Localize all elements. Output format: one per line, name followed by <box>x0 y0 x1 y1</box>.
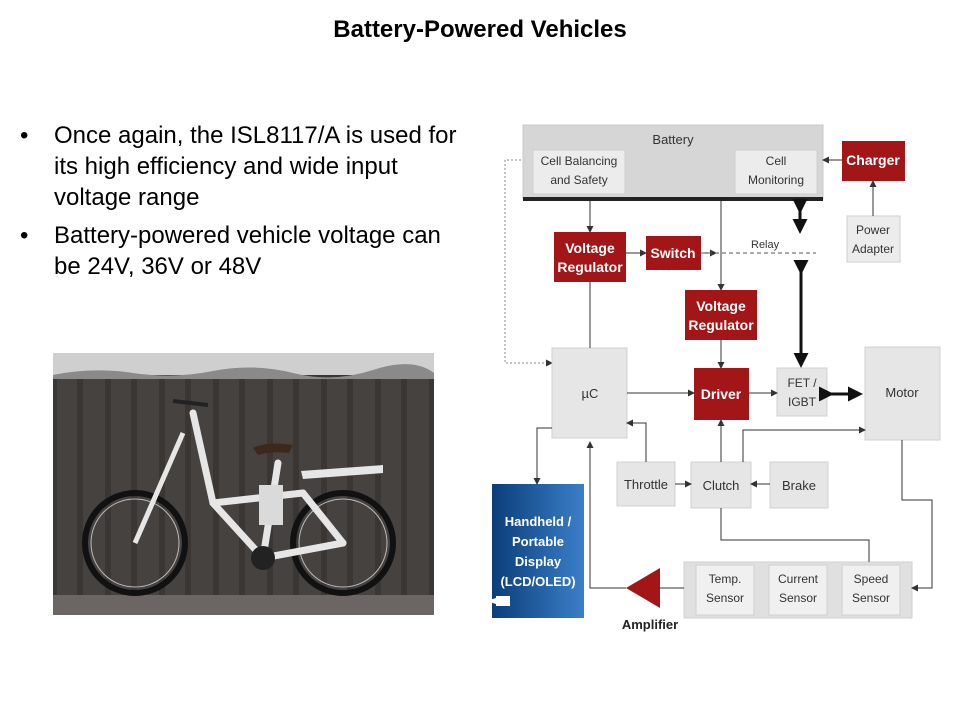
current-sensor-block <box>768 564 828 616</box>
bicycle-photo <box>53 353 434 615</box>
current-sensor-label: Sensor <box>779 591 817 605</box>
display-label: Handheld / <box>505 514 572 529</box>
clutch-block <box>690 461 752 509</box>
power-adapter-label: Adapter <box>852 242 894 256</box>
cell-balancing-block <box>532 149 626 195</box>
fet-igbt-label: IGBT <box>788 395 817 409</box>
clutch-label: Clutch <box>703 478 740 493</box>
slide-title: Battery-Powered Vehicles <box>333 16 627 43</box>
amplifier-icon <box>626 568 660 608</box>
brake-label: Brake <box>782 478 816 493</box>
voltage-regulator-1-label: Regulator <box>557 259 623 275</box>
bullet-item: Once again, the ISL8117/A is used for it… <box>20 120 460 213</box>
speed-sensor-block <box>841 564 901 616</box>
driver-block <box>694 368 749 420</box>
display-label: Display <box>515 554 562 569</box>
voltage-regulator-1-block <box>554 232 626 282</box>
power-adapter-block <box>846 215 901 263</box>
uc-block <box>551 347 628 439</box>
cell-balancing-label: and Safety <box>550 173 607 187</box>
bullet-list: Once again, the ISL8117/A is used for it… <box>20 120 460 289</box>
throttle-block <box>616 461 676 507</box>
cell-balancing-label: Cell Balancing <box>541 154 618 168</box>
bullet-item: Battery-powered vehicle voltage can be 2… <box>20 220 460 282</box>
current-sensor-label: Current <box>778 572 819 586</box>
speed-sensor-label: Sensor <box>852 591 890 605</box>
motor-block <box>864 346 941 441</box>
display-block <box>492 484 584 618</box>
display-label: Portable <box>512 534 564 549</box>
brake-block <box>769 461 829 509</box>
fet-igbt-label: FET / <box>787 376 817 390</box>
amplifier-label: Amplifier <box>622 617 678 632</box>
speed-sensor-label: Speed <box>854 572 889 586</box>
throttle-label: Throttle <box>624 477 668 492</box>
block-diagram: Battery Cell Balancing and Safety Cell M… <box>486 124 941 632</box>
temp-sensor-label: Temp. <box>709 572 742 586</box>
driver-label: Driver <box>701 386 742 402</box>
switch-block <box>646 236 701 270</box>
cell-monitoring-block <box>734 149 818 195</box>
voltage-regulator-2-block <box>685 290 757 340</box>
uc-label: µC <box>582 386 599 401</box>
switch-label: Switch <box>650 245 695 261</box>
cell-monitoring-label: Cell <box>766 154 787 168</box>
battery-label: Battery <box>652 132 694 147</box>
voltage-regulator-2-label: Voltage <box>696 298 746 314</box>
temp-sensor-label: Sensor <box>706 591 744 605</box>
temp-sensor-block <box>695 564 755 616</box>
motor-label: Motor <box>885 385 919 400</box>
voltage-regulator-1-label: Voltage <box>565 240 615 256</box>
cell-monitoring-label: Monitoring <box>748 173 804 187</box>
arrow-left-icon <box>486 596 510 606</box>
charger-label: Charger <box>846 152 900 168</box>
display-label: (LCD/OLED) <box>500 574 575 589</box>
power-adapter-label: Power <box>856 223 890 237</box>
relay-label: Relay <box>751 239 780 251</box>
charger-block <box>842 141 905 181</box>
voltage-regulator-2-label: Regulator <box>688 317 754 333</box>
